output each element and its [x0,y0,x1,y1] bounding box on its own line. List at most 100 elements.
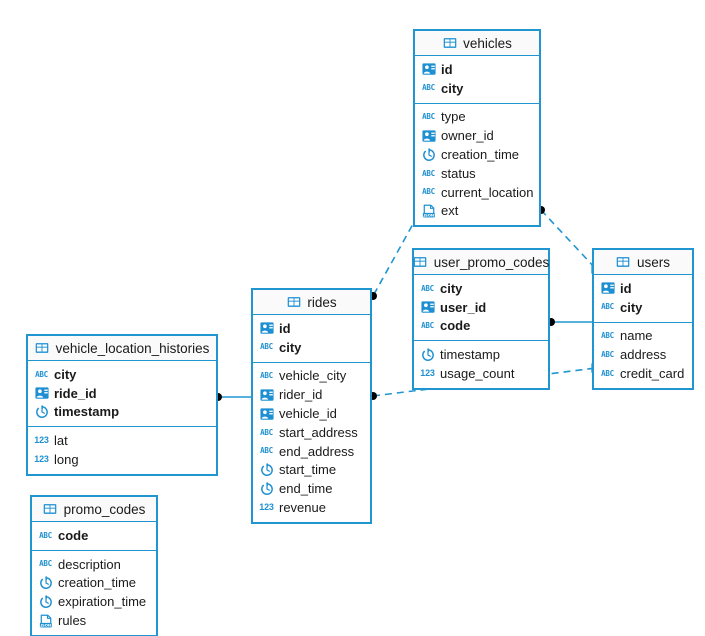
column-name: type [441,109,466,125]
abc-icon: ABC [601,302,614,312]
column-row[interactable]: timestamp [414,345,548,364]
column-row[interactable]: timestamp [28,403,216,422]
column-row[interactable]: end_time [253,479,370,498]
column-row[interactable]: owner_id [415,126,539,145]
column-row[interactable]: start_time [253,461,370,480]
column-name: current_location [441,184,534,200]
abc-icon: ABC [260,371,273,381]
column-row[interactable]: vehicle_id [253,404,370,423]
column-name: status [441,165,476,181]
column-row[interactable]: ABC description [32,555,156,574]
column-name: name [620,328,653,344]
column-name: rules [58,613,87,629]
column-name: start_time [279,462,337,478]
clock-icon [420,347,435,362]
table-grid-icon [35,341,50,356]
column-row[interactable]: JSON rules [32,611,156,630]
clock-icon [259,462,274,477]
clock-icon [259,481,274,496]
column-row[interactable]: rider_id [253,385,370,404]
abc-icon: ABC [422,187,435,197]
key-person-icon [600,281,615,296]
column-name: rider_id [279,387,323,403]
column-name: address [620,347,667,363]
num-icon: 123 [34,435,49,446]
column-name: city [620,299,643,315]
column-name: description [58,556,121,572]
table-name: vehicle_location_histories [55,340,210,356]
column-row[interactable]: id [253,319,370,338]
column-row[interactable]: id [594,279,692,298]
abc-icon: ABC [422,112,435,122]
json-icon: JSON [38,613,53,628]
column-row[interactable]: ABC type [415,108,539,127]
column-name: city [440,280,463,296]
abc-icon: ABC [39,559,52,569]
column-name: code [58,527,89,543]
abc-icon: ABC [422,83,435,93]
column-row[interactable]: ride_id [28,384,216,403]
column-row[interactable]: ABC current_location [415,183,539,202]
abc-icon: ABC [601,350,614,360]
table-grid-icon [413,255,428,270]
key-person-icon [259,406,274,421]
column-row[interactable]: user_id [414,298,548,317]
column-name: revenue [279,500,326,516]
table-title-bar[interactable]: rides [253,290,370,315]
column-row[interactable]: expiration_time [32,592,156,611]
abc-icon: ABC [422,168,435,178]
table-name: promo_codes [63,501,146,517]
table-grid-icon [616,255,631,270]
clock-icon [421,147,436,162]
key-person-icon [34,386,49,401]
table-title-bar[interactable]: promo_codes [32,497,156,522]
column-name: lat [54,433,68,449]
table-name: rides [307,294,337,310]
table-grid-icon [286,295,301,310]
column-row[interactable]: creation_time [32,574,156,593]
column-row[interactable]: ABC city [594,298,692,317]
table-name: user_promo_codes [433,254,550,270]
table-title-bar[interactable]: user_promo_codes [413,250,550,275]
table-title-bar[interactable]: vehicle_location_histories [28,336,216,361]
column-row[interactable]: 123 lat [28,431,216,450]
column-name: ext [441,203,459,219]
column-row[interactable]: ABC address [594,345,692,364]
column-row[interactable]: id [415,60,539,79]
column-name: usage_count [440,366,515,382]
table-title-bar[interactable]: vehicles [415,31,539,56]
table-title-bar[interactable]: users [594,250,692,275]
column-row[interactable]: ABC status [415,164,539,183]
column-row[interactable]: creation_time [415,145,539,164]
abc-icon: ABC [35,369,48,379]
table-name: vehicles [463,35,512,51]
